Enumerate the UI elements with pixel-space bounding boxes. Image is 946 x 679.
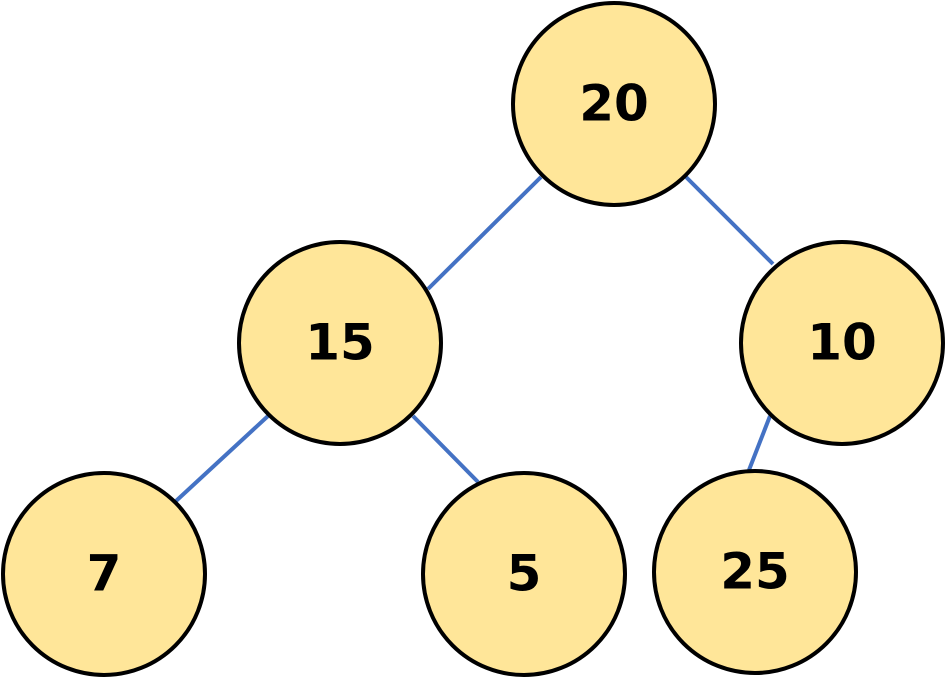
node-label: 20 — [579, 75, 649, 133]
edge-10-25 — [747, 415, 772, 471]
node-circle — [1, 471, 207, 677]
node-7: 7 — [1, 471, 207, 677]
node-circle — [739, 240, 945, 446]
edge-15-7 — [174, 414, 270, 503]
node-10: 10 — [739, 240, 945, 446]
node-label: 10 — [807, 314, 877, 372]
node-20: 20 — [511, 1, 717, 207]
node-label: 25 — [720, 543, 790, 601]
node-label: 5 — [507, 545, 542, 603]
node-25: 25 — [652, 469, 858, 675]
node-circle — [511, 1, 717, 207]
edges-layer — [174, 175, 775, 503]
edge-20-10 — [684, 175, 775, 266]
edge-15-5 — [411, 414, 480, 484]
node-label: 15 — [305, 314, 375, 372]
node-label: 7 — [87, 545, 122, 603]
edge-20-15 — [426, 175, 543, 291]
node-circle — [652, 469, 858, 675]
node-circle — [237, 240, 443, 446]
node-15: 15 — [237, 240, 443, 446]
node-circle — [421, 471, 627, 677]
node-5: 5 — [421, 471, 627, 677]
